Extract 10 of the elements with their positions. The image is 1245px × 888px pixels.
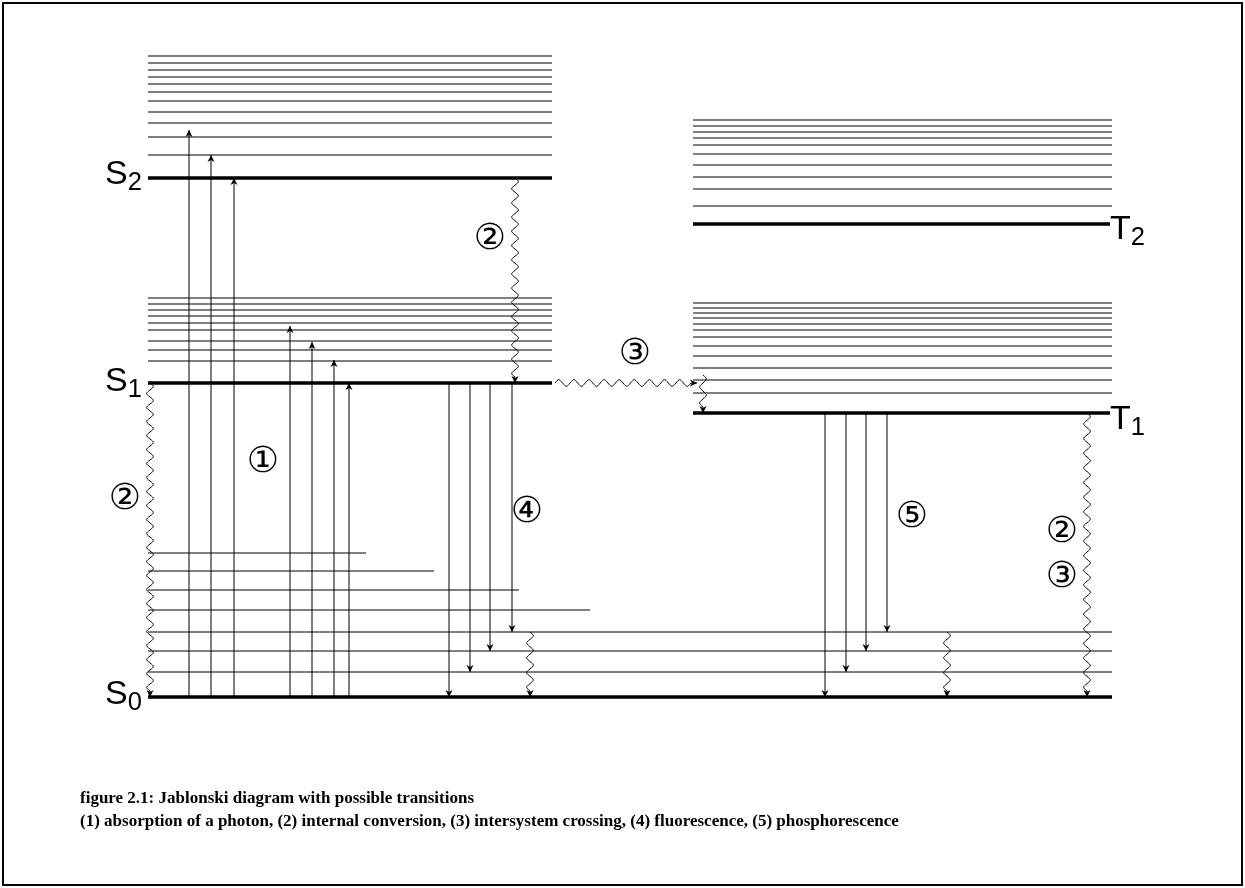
callout-number: ②	[108, 479, 142, 515]
callout-number: ①	[246, 442, 280, 478]
figure-title: figure 2.1: Jablonski diagram with possible transitions	[80, 787, 476, 809]
figure-caption: (1) absorption of a photon, (2) internal conversion, (3) intersystem crossing, (4) fluorescence, (5) phosphorescence	[80, 810, 900, 832]
callout-number: ②	[473, 219, 507, 255]
callout-number: ③	[1045, 557, 1079, 593]
callout-number: ③	[618, 334, 652, 370]
callout-number: ②	[1045, 512, 1079, 548]
callout-number: ④	[510, 492, 544, 528]
callout-number: ⑤	[895, 497, 929, 533]
